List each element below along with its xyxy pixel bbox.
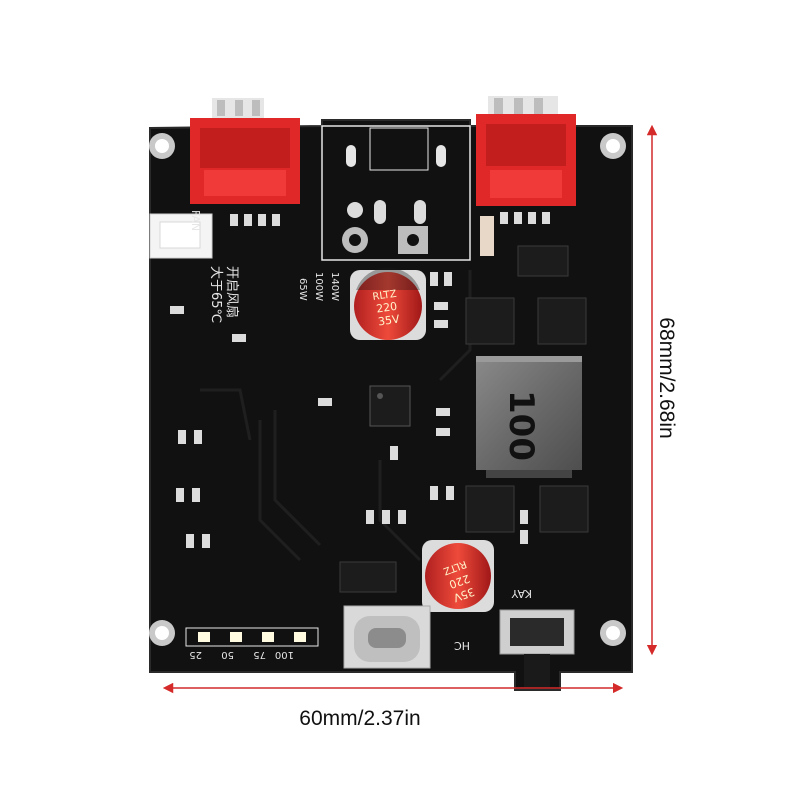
key-switch: KAY HC [454,587,575,688]
capacitor-top-brand: RLTZ [372,289,398,303]
inductor-marking: 100 [501,390,541,461]
fan-on-text: 开启风扇 [224,266,240,318]
fan-connector-left [190,98,300,204]
capacitor-bottom: 35V 220 RLTZ [422,540,494,612]
key-label: KAY [511,587,532,600]
fan-label: FAN [189,210,202,231]
temperature-text: 大于65℃ [208,266,223,323]
pcb-traces [200,270,472,562]
led-label-25: 25 [189,649,202,660]
mounting-holes [149,133,626,646]
smd-parts [170,212,550,548]
controller-ic [369,385,411,427]
power-option-140w: 140W [329,272,340,301]
usb-c-connector [343,605,431,669]
led-label-50: 50 [221,649,234,660]
jst-connector [149,213,213,259]
mosfets [339,245,589,593]
fan-power-area [321,125,471,261]
power-option-100w: 100W [313,272,324,301]
inductor: 100 [476,356,582,478]
fan-connector-right [476,96,576,206]
led-label-75: 75 [253,649,266,660]
silkscreen-text: 大于65℃ 开启风扇 65W 100W 140W [208,266,340,323]
capacitor-top-voltage: 35V [377,313,401,329]
led-label-100: 100 [275,649,294,660]
width-dimension-label: 60mm/2.37in [299,707,421,730]
capacitor-top: RLTZ 220 35V [350,267,426,340]
hc-label: HC [454,639,470,652]
capacitor-top-value: 220 [375,300,398,316]
led-indicators: 25 50 75 100 [185,627,319,660]
power-option-65w: 65W [297,278,308,301]
height-dimension-label: 68mm/2.68in [655,317,678,439]
